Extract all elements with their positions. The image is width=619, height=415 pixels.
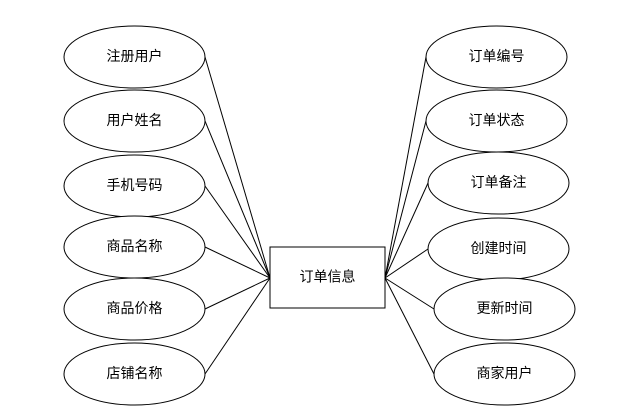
attribute-left-2-label: 用户姓名: [107, 112, 163, 129]
connector-left-3: [204, 185, 271, 279]
attribute-left-4-label: 商品名称: [107, 239, 163, 255]
attribute-right-4-label: 创建时间: [471, 241, 527, 257]
attribute-left-1-label: 注册用户: [107, 48, 163, 65]
attribute-right-5-label: 更新时间: [477, 301, 533, 317]
attribute-left-6-label: 店铺名称: [107, 366, 163, 382]
connector-right-1: [384, 56, 427, 279]
connector-right-4: [384, 248, 429, 279]
attribute-left-5-label: 商品价格: [107, 301, 163, 317]
connector-right-5: [384, 277, 435, 310]
connector-left-1: [204, 56, 271, 279]
attribute-right-3: 订单备注: [427, 151, 570, 215]
attribute-left-4: 商品名称: [63, 215, 206, 279]
attribute-left-5: 商品价格: [63, 277, 206, 341]
connector-left-4: [204, 246, 271, 279]
attribute-left-3-label: 手机号码: [107, 178, 163, 194]
attribute-right-4: 创建时间: [427, 217, 570, 281]
attribute-right-5: 更新时间: [433, 277, 576, 341]
connector-left-2: [204, 120, 271, 279]
attribute-left-1: 注册用户: [63, 25, 206, 89]
connectors-left: [204, 56, 271, 375]
attribute-left-6: 店铺名称: [63, 342, 206, 406]
connector-left-5: [204, 277, 271, 310]
attribute-right-6: 商家用户: [433, 342, 576, 406]
attribute-right-3-label: 订单备注: [471, 174, 527, 191]
connector-right-3: [384, 182, 429, 279]
attribute-right-6-label: 商家用户: [477, 365, 533, 382]
connector-right-6: [384, 277, 435, 375]
attribute-left-2: 用户姓名: [63, 89, 206, 153]
connector-right-2: [384, 120, 427, 279]
connector-left-6: [204, 277, 271, 375]
attribute-right-1-label: 订单编号: [469, 49, 525, 65]
entity-label: 订单信息: [300, 269, 356, 286]
entity-order-info: 订单信息: [269, 246, 386, 309]
attribute-right-2: 订单状态: [425, 89, 568, 153]
attribute-left-3: 手机号码: [63, 154, 206, 218]
attribute-right-1: 订单编号: [425, 25, 568, 89]
attribute-right-2-label: 订单状态: [469, 113, 525, 129]
connectors-right: [384, 56, 435, 375]
